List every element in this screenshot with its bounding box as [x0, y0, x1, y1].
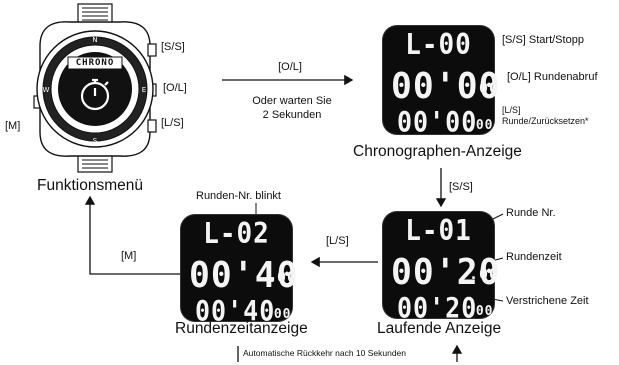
callout-elapsed: Verstrichene Zeit	[506, 295, 589, 307]
chrono-note-ss: [S/S] Start/Stopp	[502, 34, 584, 46]
lap-sub-time: 00'40	[195, 294, 276, 327]
lap-lap-label: L-02	[203, 217, 270, 251]
lap-display-caption: Rundenzeitanzeige	[175, 320, 308, 337]
transition-button-ol: [O/L]	[278, 61, 302, 73]
lap-main-time: 00'40	[189, 253, 299, 296]
running-sub-time: 00'20	[397, 291, 478, 324]
stopwatch-icon	[80, 78, 110, 111]
lap-sub-hundredths: .00	[265, 307, 292, 322]
watch-button-ss: [S/S]	[161, 41, 185, 53]
watch-button-ls: [L/S]	[161, 117, 184, 129]
auto-return-note: Automatische Rückkehr nach 10 Sekunden	[243, 348, 407, 358]
running-display: L-01 00'20 .00 00'20 .00	[383, 212, 500, 322]
arrow-label-ls: [L/S]	[326, 235, 349, 247]
running-sub-hundredths: .00	[467, 304, 494, 319]
watch-button-m: [M]	[5, 120, 21, 132]
svg-text:W: W	[43, 86, 50, 94]
arrow-label-m: [M]	[121, 250, 137, 262]
callout-lap-time: Rundenzeit	[506, 251, 562, 263]
chrono-sub-hundredths: .00	[467, 118, 494, 133]
running-main-time: 00'20	[391, 250, 501, 293]
watch-illustration: N S W E	[33, 3, 157, 173]
running-display-caption: Laufende Anzeige	[377, 320, 502, 337]
svg-text:S: S	[93, 137, 98, 145]
chrono-note-ls-text: Runde/Zurücksetzen*	[502, 116, 589, 126]
chrono-main-hundredths: .00	[469, 79, 500, 97]
arrow-label-ss: [S/S]	[449, 181, 473, 193]
chrono-lap-label: L-00	[405, 28, 472, 62]
watch-screen-label: CHRONO	[75, 58, 115, 68]
chrono-note-ls-button: [L/S]	[502, 105, 521, 115]
lap-main-hundredths: .00	[267, 268, 298, 286]
chrono-main-time: 00'00	[391, 64, 501, 107]
running-main-hundredths: .00	[469, 265, 500, 283]
svg-text:E: E	[142, 86, 146, 94]
transition-note-line1: Oder warten Sie	[252, 95, 332, 107]
running-lap-label: L-01	[405, 214, 472, 248]
svg-text:N: N	[92, 36, 97, 44]
callout-lap-no: Runde Nr.	[506, 207, 556, 219]
chrono-display: L-00 00'00 .00 00'00 .00	[383, 26, 500, 138]
lap-display: L-02 00'40 .00 00'40 .00	[181, 215, 298, 325]
watch-button-ol: [O/L]	[163, 82, 187, 94]
chrono-note-ol: [O/L] Rundenabruf	[507, 71, 598, 83]
callout-lap-blink: Runden-Nr. blinkt	[196, 190, 281, 202]
function-menu-caption: Funktionsmenü	[37, 177, 143, 194]
chrono-sub-time: 00'00	[397, 105, 478, 138]
transition-note-line2: 2 Sekunden	[262, 109, 322, 121]
arrow-lap-to-menu	[84, 195, 180, 275]
chrono-display-caption: Chronographen-Anzeige	[353, 143, 522, 160]
